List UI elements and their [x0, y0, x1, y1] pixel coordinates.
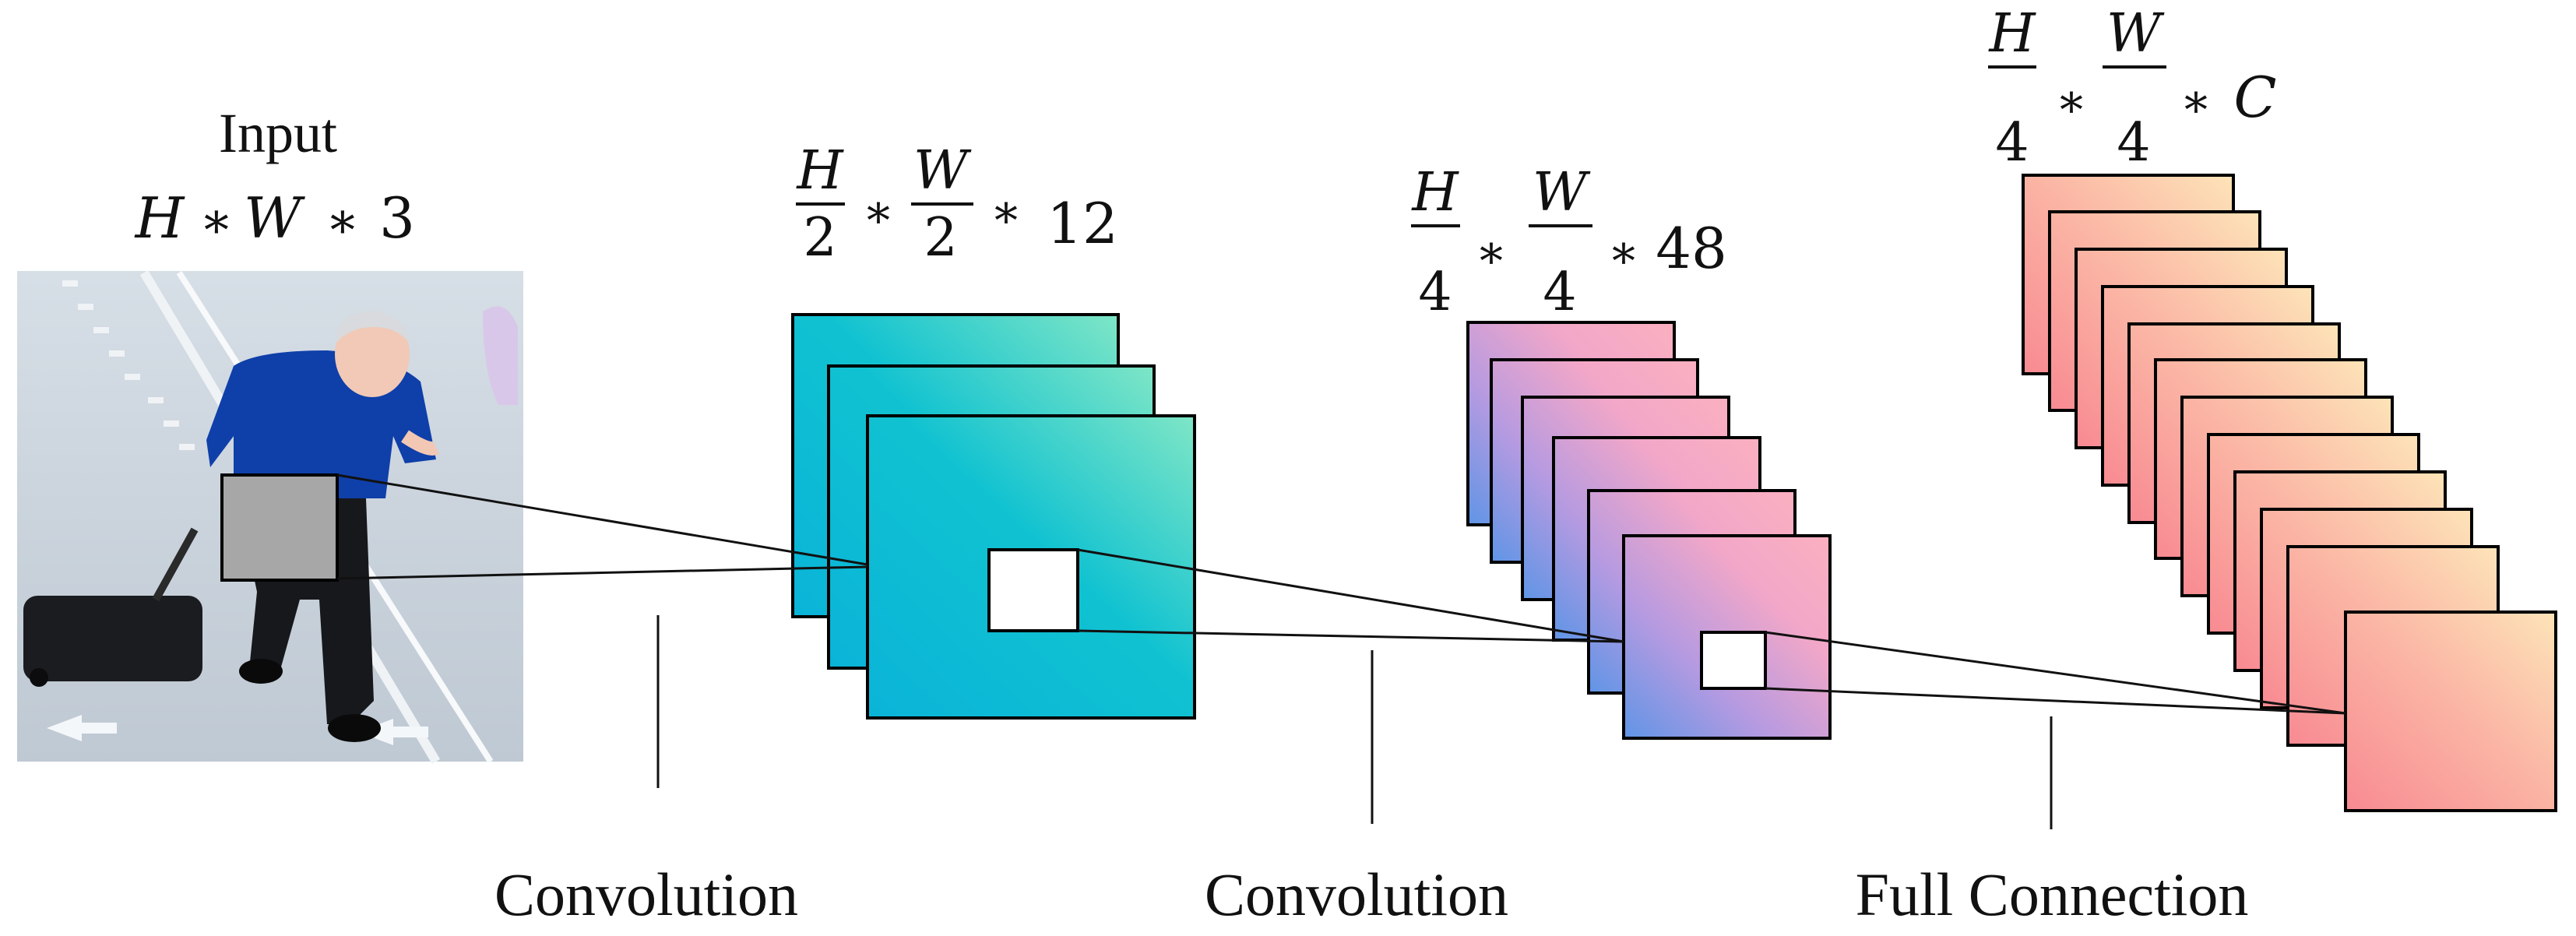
input-dim-op1: ∗ — [199, 192, 234, 250]
stage2-num-w: W — [1533, 162, 1591, 223]
ground-arrow-icon — [47, 715, 117, 741]
operation-label-1: Convolution — [494, 860, 798, 928]
stage1-receptive-box — [987, 548, 1079, 632]
stage1-num-w: W — [913, 140, 972, 202]
background-person — [483, 306, 518, 405]
input-photo — [17, 269, 523, 765]
input-label: Input — [219, 102, 337, 164]
stage3-dims: H 4 ∗ W 4 ∗ C — [1987, 3, 2276, 174]
stage3-den-w: 4 — [2117, 112, 2150, 174]
stage3-den-h: 4 — [1995, 112, 2029, 174]
stage1-op1: ∗ — [863, 185, 895, 239]
stage2-den-h: 4 — [1418, 262, 1452, 323]
receptive-field-box — [220, 473, 339, 582]
projection-line — [1765, 687, 2346, 715]
stage3-map-front — [2344, 611, 2557, 812]
suitcase-handle — [152, 527, 199, 602]
suitcase-wheel — [30, 668, 48, 687]
input-dims: H ∗ W ∗ 3 — [134, 185, 415, 251]
stage3-feature-maps — [2022, 174, 2557, 812]
stage2-receptive-box — [1700, 631, 1767, 690]
stage1-dims: H 2 ∗ W 2 ∗ 12 — [795, 140, 1117, 269]
projection-line — [1765, 631, 2346, 715]
stage2-feature-maps — [1466, 321, 1832, 740]
operation-label-3: Full Connection — [1856, 860, 2249, 928]
stage3-op2: ∗ — [2180, 74, 2212, 128]
projection-line — [336, 473, 868, 566]
stage2-den-w: 4 — [1543, 262, 1576, 323]
stage1-den-w: 2 — [924, 207, 957, 269]
stage2-op1: ∗ — [1476, 225, 1508, 280]
stage2-dims: H 4 ∗ W 4 ∗ 48 — [1410, 162, 1726, 323]
input-dim-w: W — [244, 185, 305, 251]
stage2-num-h: H — [1410, 162, 1459, 223]
lane-marker — [62, 280, 195, 450]
suitcase — [23, 596, 202, 681]
stage1-op2: ∗ — [991, 185, 1022, 239]
person-hair — [336, 311, 409, 343]
operation-label-2: Convolution — [1205, 860, 1508, 928]
projection-line — [1077, 629, 1624, 643]
input-dim-h: H — [134, 185, 185, 251]
stage2-op2: ∗ — [1608, 225, 1640, 280]
person-shoe — [239, 659, 283, 684]
input-dim-c: 3 — [379, 185, 415, 251]
stage1-feature-maps — [791, 313, 1196, 720]
projection-line — [336, 565, 868, 580]
stage2-channels: 48 — [1656, 216, 1727, 281]
person-head — [335, 311, 410, 397]
input-dim-op2: ∗ — [326, 192, 360, 250]
stage1-den-h: 2 — [803, 207, 836, 269]
projection-line — [1077, 548, 1624, 643]
stage3-op1: ∗ — [2056, 74, 2088, 128]
projection-lines — [336, 473, 2346, 715]
stage3-num-w: W — [2106, 3, 2165, 65]
stage1-channels: 12 — [1047, 191, 1118, 256]
person-shoe-2 — [328, 714, 381, 742]
stage3-num-h: H — [1987, 3, 2036, 65]
stage3-channels: C — [2233, 65, 2276, 130]
person-arm — [401, 430, 440, 456]
stage1-num-h: H — [795, 140, 844, 202]
